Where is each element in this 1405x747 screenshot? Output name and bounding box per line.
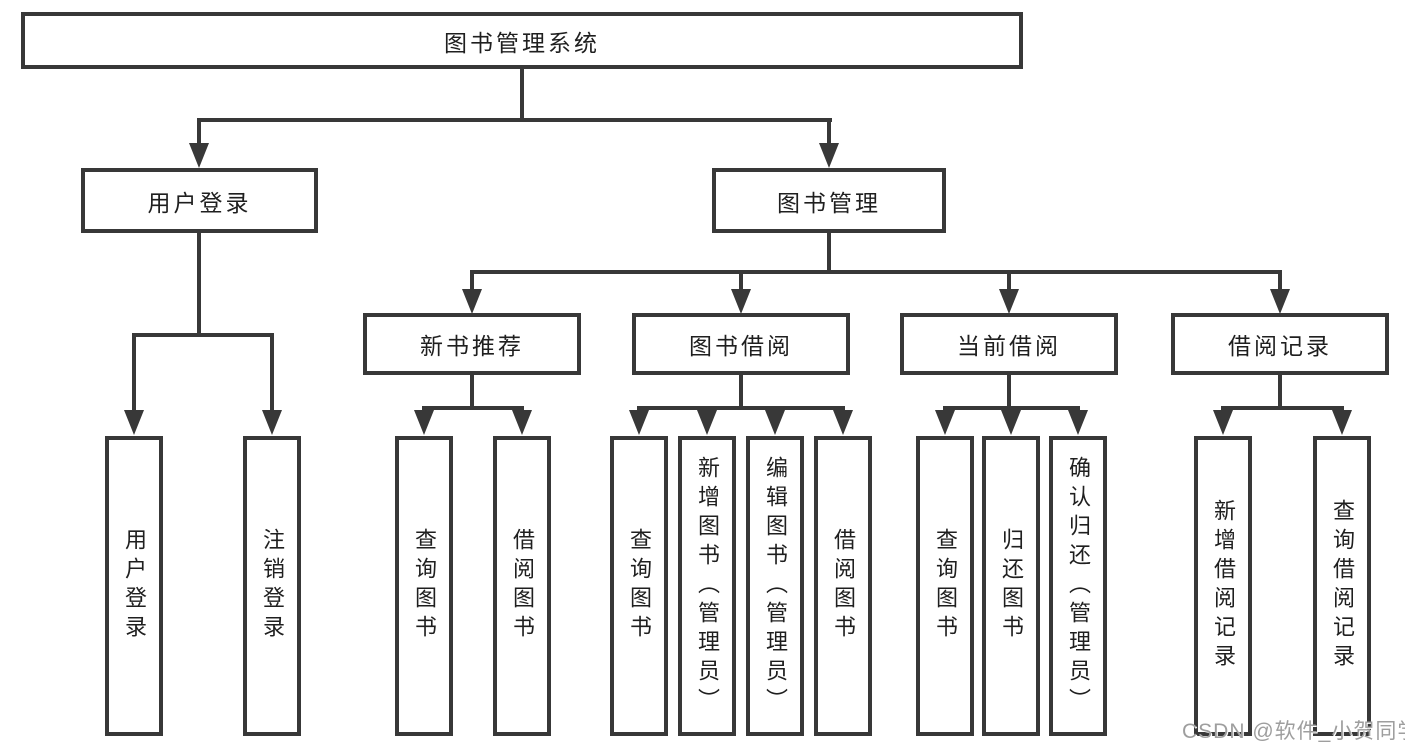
node-user-login: 用户登录 <box>81 168 318 233</box>
leaf-query-books-current: 查询图书 <box>916 436 974 736</box>
leaf-query-books-borrowing: 查询图书 <box>610 436 668 736</box>
leaf-borrow-books-recommend: 借阅图书 <box>493 436 551 736</box>
connector-new-book-rail <box>422 406 524 410</box>
connector-root-trunk <box>520 69 524 122</box>
connector-stub-book-borrowing <box>739 270 743 292</box>
arrowhead-down-icon <box>262 410 282 435</box>
leaf-return-books: 归还图书 <box>982 436 1040 736</box>
node-borrow-records: 借阅记录 <box>1171 313 1389 375</box>
connector-new-book-trunk <box>470 375 474 408</box>
arrowhead-down-icon <box>935 410 955 435</box>
leaf-query-borrow-record-label: 查询借阅记录 <box>1330 499 1355 673</box>
node-system-root-label: 图书管理系统 <box>444 29 600 56</box>
connector-stub-borrow-records <box>1278 270 1282 292</box>
arrowhead-down-icon <box>1001 410 1021 435</box>
leaf-edit-book-admin-label: 编辑图书（管理员） <box>763 455 788 717</box>
node-borrow-records-label: 借阅记录 <box>1228 333 1332 359</box>
node-book-borrowing: 图书借阅 <box>632 313 850 375</box>
node-book-management: 图书管理 <box>712 168 946 233</box>
node-system-root: 图书管理系统 <box>21 12 1023 69</box>
connector-stub-book-management <box>827 118 831 146</box>
connector-level3-rail <box>470 270 1282 274</box>
connector-level2-rail <box>197 118 832 122</box>
leaf-query-books-current-label: 查询图书 <box>933 528 958 644</box>
arrowhead-down-icon <box>1068 410 1088 435</box>
connector-stub-user-login <box>197 118 201 146</box>
leaf-borrow-books-recommend-label: 借阅图书 <box>510 528 535 644</box>
watermark: CSDN @软件_小贺同学 <box>1182 720 1405 743</box>
connector-user-login-rail <box>132 333 274 337</box>
arrowhead-down-icon <box>765 410 785 435</box>
leaf-add-borrow-record-label: 新增借阅记录 <box>1211 499 1236 673</box>
connector-borrow-records-trunk <box>1278 375 1282 408</box>
node-new-book-recommend: 新书推荐 <box>363 313 581 375</box>
node-book-management-label: 图书管理 <box>777 189 881 216</box>
leaf-query-books-borrowing-label: 查询图书 <box>627 528 652 644</box>
leaf-logout-label: 注销登录 <box>260 528 285 644</box>
arrowhead-down-icon <box>1213 410 1233 435</box>
leaf-add-book-admin: 新增图书（管理员） <box>678 436 736 736</box>
leaf-borrow-books-borrowing-label: 借阅图书 <box>831 528 856 644</box>
node-current-borrowing: 当前借阅 <box>900 313 1118 375</box>
arrowhead-down-icon <box>629 410 649 435</box>
arrowhead-down-icon <box>462 289 482 314</box>
node-book-borrowing-label: 图书借阅 <box>689 333 793 359</box>
leaf-query-books-recommend: 查询图书 <box>395 436 453 736</box>
connector-stub-new-book <box>470 270 474 292</box>
connector-borrow-records-rail <box>1221 406 1344 410</box>
leaf-add-book-admin-label: 新增图书（管理员） <box>695 455 720 717</box>
connector-stub-leaf-user-login <box>132 333 136 412</box>
arrowhead-down-icon <box>189 143 209 168</box>
leaf-query-borrow-record: 查询借阅记录 <box>1313 436 1371 736</box>
connector-current-borrowing-trunk <box>1007 375 1011 408</box>
connector-book-borrowing-rail <box>637 406 845 410</box>
connector-current-borrowing-rail <box>943 406 1080 410</box>
node-current-borrowing-label: 当前借阅 <box>957 333 1061 359</box>
arrowhead-down-icon <box>697 410 717 435</box>
connector-book-borrowing-trunk <box>739 375 743 408</box>
connector-book-management-trunk <box>827 233 831 274</box>
arrowhead-down-icon <box>833 410 853 435</box>
arrowhead-down-icon <box>124 410 144 435</box>
node-user-login-label: 用户登录 <box>147 189 252 216</box>
leaf-borrow-books-borrowing: 借阅图书 <box>814 436 872 736</box>
node-new-book-recommend-label: 新书推荐 <box>420 333 524 359</box>
arrowhead-down-icon <box>819 143 839 168</box>
leaf-user-login-label: 用户登录 <box>122 528 147 644</box>
connector-user-login-trunk <box>197 233 201 337</box>
arrowhead-down-icon <box>414 410 434 435</box>
leaf-query-books-recommend-label: 查询图书 <box>412 528 437 644</box>
leaf-user-login: 用户登录 <box>105 436 163 736</box>
arrowhead-down-icon <box>512 410 532 435</box>
leaf-logout: 注销登录 <box>243 436 301 736</box>
arrowhead-down-icon <box>731 289 751 314</box>
leaf-confirm-return-admin: 确认归还（管理员） <box>1049 436 1107 736</box>
leaf-confirm-return-admin-label: 确认归还（管理员） <box>1066 455 1091 717</box>
arrowhead-down-icon <box>1270 289 1290 314</box>
leaf-add-borrow-record: 新增借阅记录 <box>1194 436 1252 736</box>
arrowhead-down-icon <box>999 289 1019 314</box>
connector-stub-leaf-logout <box>270 333 274 412</box>
arrowhead-down-icon <box>1332 410 1352 435</box>
leaf-return-books-label: 归还图书 <box>999 528 1024 644</box>
connector-stub-current-borrowing <box>1007 270 1011 292</box>
leaf-edit-book-admin: 编辑图书（管理员） <box>746 436 804 736</box>
